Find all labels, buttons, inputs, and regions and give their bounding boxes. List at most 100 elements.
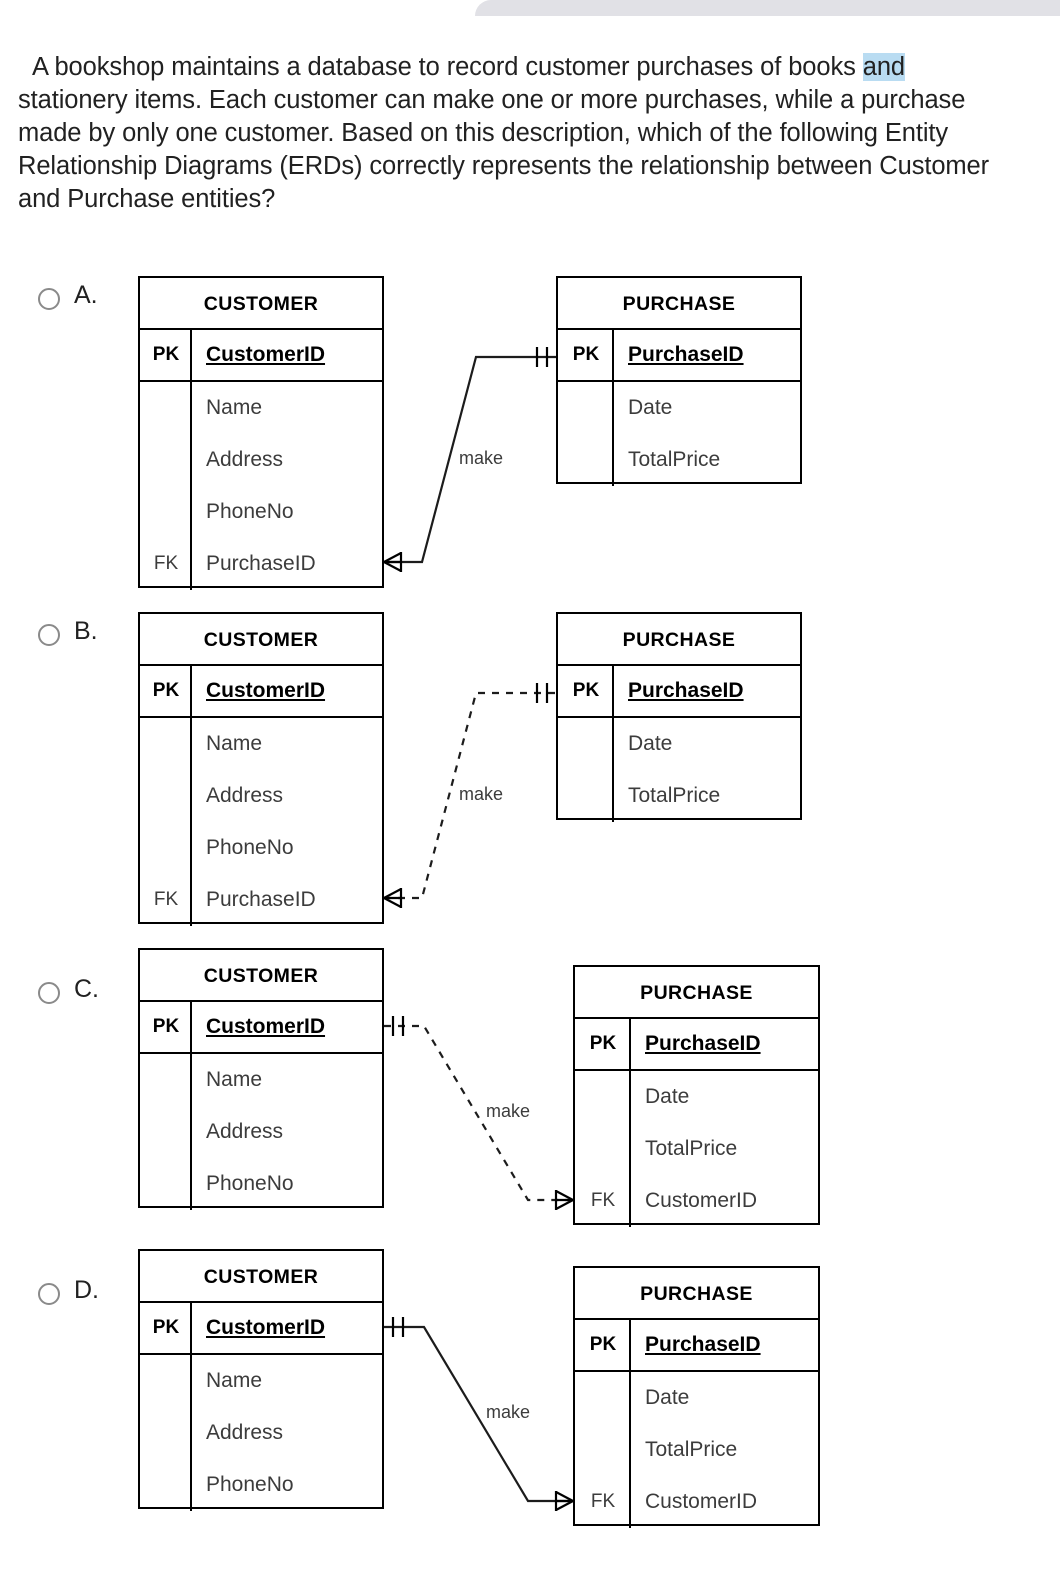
- question-part-2: stationery items. Each customer can make…: [18, 86, 990, 213]
- entity-title: PURCHASE: [558, 614, 800, 666]
- attribute-name: TotalPrice: [645, 1137, 738, 1160]
- attribute-row: PK CustomerID: [140, 1303, 382, 1355]
- key-column-divider: [575, 1019, 631, 1227]
- attribute-key-label: PK: [152, 344, 180, 365]
- option-letter-label: A.: [74, 281, 98, 309]
- key-column-divider: [558, 330, 614, 486]
- attribute-row: TotalPrice: [575, 1123, 818, 1175]
- attribute-row: Name: [140, 718, 382, 770]
- attribute-row: PK PurchaseID: [558, 666, 800, 718]
- key-column-divider: [140, 666, 192, 926]
- attribute-name: CustomerID: [206, 1316, 326, 1339]
- relationship-label: make: [486, 1402, 531, 1422]
- radio-button-d[interactable]: [38, 1283, 60, 1305]
- key-column-divider: [575, 1320, 631, 1528]
- attribute-row: PK CustomerID: [140, 1002, 382, 1054]
- attribute-key-label: PK: [152, 1317, 180, 1338]
- attribute-name: Address: [206, 448, 284, 471]
- attribute-name: PhoneNo: [206, 500, 294, 523]
- attribute-name: PurchaseID: [206, 552, 316, 575]
- entity-title: PURCHASE: [558, 278, 800, 330]
- attribute-row: Address: [140, 1106, 382, 1158]
- attribute-key-label: PK: [589, 1334, 617, 1355]
- key-column-divider: [558, 666, 614, 822]
- top-status-bar: [475, 0, 1060, 16]
- radio-button-c[interactable]: [38, 982, 60, 1004]
- question-highlighted-word: and: [862, 53, 905, 81]
- attribute-name: Address: [206, 1421, 284, 1444]
- attribute-name: TotalPrice: [628, 784, 721, 807]
- attribute-key-label: FK: [153, 889, 179, 910]
- attribute-name: CustomerID: [206, 343, 326, 366]
- question-part-1: A bookshop maintains a database to recor…: [31, 53, 863, 81]
- attribute-name: Date: [628, 396, 673, 419]
- attribute-row: Address: [140, 434, 382, 486]
- attribute-name: CustomerID: [206, 679, 326, 702]
- attribute-row: TotalPrice: [558, 434, 800, 486]
- attribute-row: PhoneNo: [140, 486, 382, 538]
- attribute-row: PhoneNo: [140, 1158, 382, 1210]
- attribute-name: CustomerID: [645, 1189, 758, 1212]
- entity-title: CUSTOMER: [140, 614, 382, 666]
- attribute-key-label: PK: [589, 1033, 617, 1054]
- key-column-divider: [140, 330, 192, 590]
- attribute-row: TotalPrice: [575, 1424, 818, 1476]
- attribute-name: Address: [206, 1120, 284, 1143]
- attribute-key-label: PK: [572, 344, 600, 365]
- attribute-name: Name: [206, 1369, 263, 1392]
- attribute-row: TotalPrice: [558, 770, 800, 822]
- attribute-name: Date: [645, 1085, 690, 1108]
- attribute-row: Date: [575, 1372, 818, 1424]
- attribute-name: TotalPrice: [628, 448, 721, 471]
- radio-button-b[interactable]: [38, 624, 60, 646]
- attribute-row: Address: [140, 1407, 382, 1459]
- radio-button-a[interactable]: [38, 288, 60, 310]
- attribute-name: PhoneNo: [206, 1172, 294, 1195]
- attribute-key-label: PK: [572, 680, 600, 701]
- entity-title: CUSTOMER: [140, 950, 382, 1002]
- attribute-row: Name: [140, 382, 382, 434]
- attribute-name: PurchaseID: [206, 888, 316, 911]
- attribute-name: Date: [645, 1386, 690, 1409]
- attribute-name: PurchaseID: [628, 679, 744, 702]
- entity-title: PURCHASE: [575, 1268, 818, 1320]
- attribute-row: Address: [140, 770, 382, 822]
- attribute-name: PurchaseID: [645, 1032, 761, 1055]
- key-column-divider: [140, 1002, 192, 1210]
- attribute-name: Name: [206, 1068, 263, 1091]
- attribute-name: CustomerID: [645, 1490, 758, 1513]
- entity-title: CUSTOMER: [140, 278, 382, 330]
- attribute-name: CustomerID: [206, 1015, 326, 1038]
- attribute-name: Address: [206, 784, 284, 807]
- attribute-row: Name: [140, 1054, 382, 1106]
- option-letter-label: D.: [74, 1276, 99, 1304]
- attribute-row: Date: [575, 1071, 818, 1123]
- entity-title: CUSTOMER: [140, 1251, 382, 1303]
- attribute-name: PhoneNo: [206, 1473, 294, 1496]
- entity-title: PURCHASE: [575, 967, 818, 1019]
- attribute-name: TotalPrice: [645, 1438, 738, 1461]
- attribute-row: PK PurchaseID: [575, 1019, 818, 1071]
- attribute-name: Name: [206, 396, 263, 419]
- attribute-row: PK CustomerID: [140, 330, 382, 382]
- attribute-key-label: PK: [152, 1016, 180, 1037]
